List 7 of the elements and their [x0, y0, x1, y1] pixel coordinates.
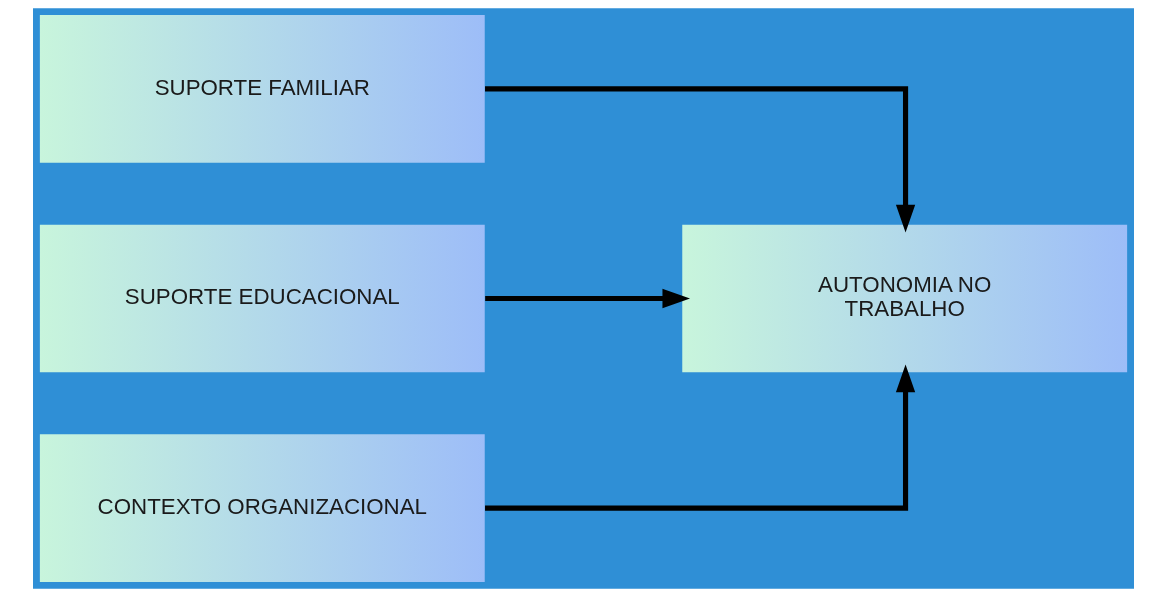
arrow: [484, 288, 690, 309]
node-box: SUPORTE EDUCACIONAL: [39, 224, 485, 373]
node-box: AUTONOMIA NO TRABALHO: [681, 224, 1127, 373]
node-box: CONTEXTO ORGANIZACIONAL: [39, 434, 485, 582]
arrow: [484, 364, 915, 511]
node-box: SUPORTE FAMILIAR: [39, 15, 485, 163]
arrow: [484, 86, 915, 233]
